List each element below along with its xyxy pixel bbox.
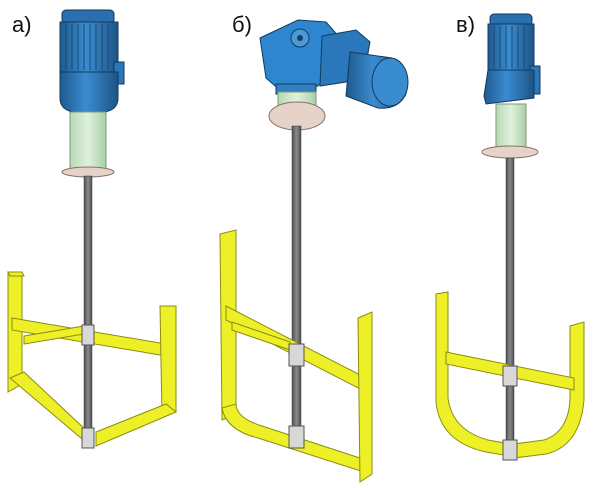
label-a: а) [12,12,32,37]
gear-motor-b [259,19,409,109]
motor-c [483,13,541,105]
label-c: в) [456,12,476,37]
clamp-b-top [288,343,305,367]
motor-a [59,9,125,113]
flange-c [481,145,539,159]
shaft-b [291,125,302,445]
mixer-a [7,9,177,449]
shaft-c [505,157,515,459]
clamp-a-top [81,324,95,346]
label-b: б) [232,12,252,37]
mixer-b [219,19,409,483]
clamp-c-bottom [502,439,518,461]
shaft-a [83,175,93,443]
coupling-a [69,111,107,171]
coupling-c [495,103,527,151]
clamp-b-bottom [288,425,305,449]
mixer-c [435,13,585,461]
clamp-c-top [502,365,518,387]
clamp-a-bottom [81,427,95,449]
flange-a [61,166,115,178]
